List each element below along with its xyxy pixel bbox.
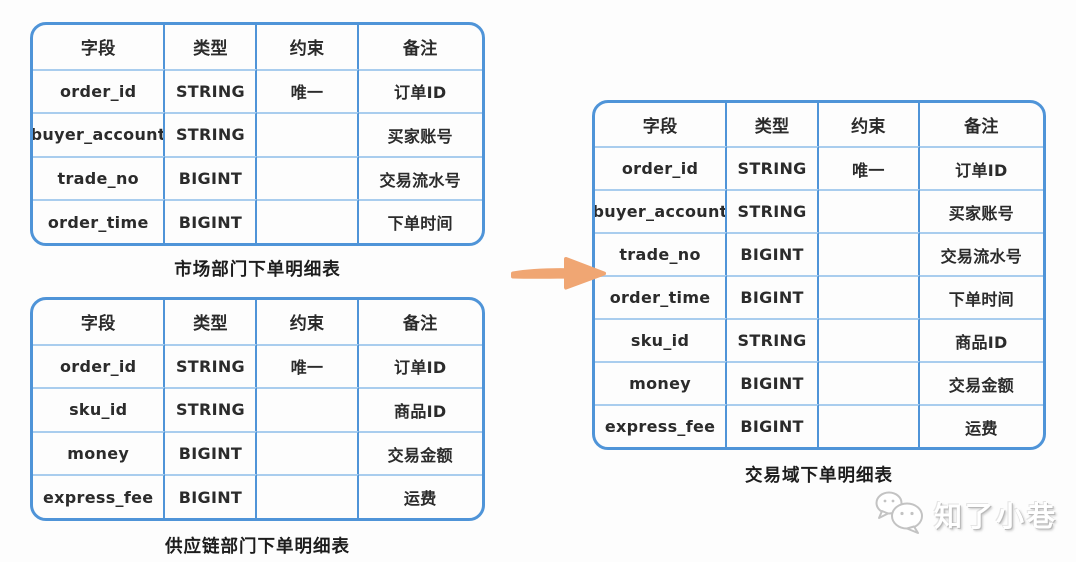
trade-domain-table-caption: 交易域下单明细表 bbox=[745, 466, 893, 486]
type-cell: STRING bbox=[165, 112, 258, 156]
type-cell: BIGINT bbox=[165, 199, 258, 243]
constraint-cell bbox=[818, 404, 920, 447]
remark-cell: 下单时间 bbox=[358, 199, 482, 243]
column-header: 约束 bbox=[257, 300, 359, 344]
constraint-cell bbox=[818, 275, 920, 318]
column-header: 备注 bbox=[402, 39, 438, 60]
field-cell: order_time bbox=[33, 199, 166, 243]
column-header: 备注 bbox=[402, 314, 438, 335]
type-cell: STRING bbox=[727, 146, 819, 189]
field-cell: order_id bbox=[595, 146, 728, 189]
remark-cell: 交易流水号 bbox=[919, 232, 1043, 275]
remark-cell: 运费 bbox=[919, 404, 1043, 447]
type-cell: BIGINT bbox=[727, 275, 819, 318]
field-cell: express_fee bbox=[595, 404, 728, 447]
remark-cell: 商品ID bbox=[919, 318, 1043, 361]
column-header: 备注 bbox=[964, 117, 999, 137]
column-header: 字段 bbox=[33, 300, 166, 344]
field-cell: money bbox=[33, 430, 166, 475]
remark-cell: 交易金额 bbox=[358, 430, 482, 475]
remark-cell: 买家账号 bbox=[358, 112, 482, 156]
constraint-cell: 唯一 bbox=[257, 68, 359, 113]
market-table-caption: 市场部门下单明细表 bbox=[174, 260, 341, 280]
column-header: 约束 bbox=[257, 25, 359, 69]
constraint-cell bbox=[257, 155, 359, 200]
type-cell: BIGINT bbox=[165, 430, 258, 475]
type-cell: STRING bbox=[727, 189, 819, 232]
watermark-text: 知了小巷 bbox=[933, 500, 1058, 533]
constraint-cell bbox=[818, 189, 920, 232]
remark-cell: 买家账号 bbox=[919, 189, 1043, 232]
type-cell: BIGINT bbox=[727, 232, 819, 275]
field-cell: money bbox=[595, 361, 728, 404]
chat-bubbles-icon bbox=[874, 490, 926, 540]
type-cell: BIGINT bbox=[727, 404, 819, 447]
remark-cell: 订单ID bbox=[358, 68, 482, 113]
field-cell: order_id bbox=[33, 343, 166, 388]
field-cell: express_fee bbox=[33, 474, 166, 518]
field-cell: order_id bbox=[33, 68, 166, 113]
remark-cell: 商品ID bbox=[358, 387, 482, 431]
column-header: 字段 bbox=[595, 103, 728, 146]
remark-cell: 交易流水号 bbox=[358, 155, 482, 200]
type-cell: STRING bbox=[165, 68, 258, 113]
constraint-cell bbox=[818, 318, 920, 361]
remark-cell: 订单ID bbox=[919, 146, 1043, 189]
type-cell: BIGINT bbox=[165, 155, 258, 200]
constraint-cell bbox=[257, 112, 359, 156]
column-header: 字段 bbox=[33, 25, 166, 69]
field-cell: sku_id bbox=[595, 318, 728, 361]
constraint-cell bbox=[257, 474, 359, 518]
supply-chain-table-caption: 供应链部门下单明细表 bbox=[165, 537, 350, 557]
column-header: 类型 bbox=[165, 25, 258, 69]
field-cell: buyer_account bbox=[595, 189, 728, 232]
constraint-cell bbox=[818, 232, 920, 275]
field-cell: order_time bbox=[595, 275, 728, 318]
constraint-cell: 唯一 bbox=[818, 146, 920, 189]
field-cell: trade_no bbox=[33, 155, 166, 200]
arrow-right-icon bbox=[508, 248, 608, 298]
field-cell: sku_id bbox=[33, 387, 166, 431]
column-header: 类型 bbox=[165, 300, 258, 344]
field-cell: trade_no bbox=[595, 232, 728, 275]
type-cell: STRING bbox=[165, 343, 258, 388]
type-cell: STRING bbox=[165, 387, 258, 431]
remark-cell: 订单ID bbox=[358, 343, 482, 388]
type-cell: BIGINT bbox=[165, 474, 258, 518]
column-header: 约束 bbox=[819, 103, 920, 146]
watermark: 知了小巷 bbox=[874, 490, 1058, 540]
constraint-cell: 唯一 bbox=[257, 343, 359, 388]
type-cell: STRING bbox=[727, 318, 819, 361]
constraint-cell bbox=[818, 361, 920, 404]
constraint-cell bbox=[257, 387, 359, 431]
remark-cell: 下单时间 bbox=[919, 275, 1043, 318]
constraint-cell bbox=[257, 199, 359, 243]
column-header: 类型 bbox=[727, 103, 819, 146]
remark-cell: 交易金额 bbox=[919, 361, 1043, 404]
field-cell: buyer_account bbox=[33, 112, 166, 156]
remark-cell: 运费 bbox=[358, 474, 482, 518]
constraint-cell bbox=[257, 430, 359, 475]
type-cell: BIGINT bbox=[727, 361, 819, 404]
